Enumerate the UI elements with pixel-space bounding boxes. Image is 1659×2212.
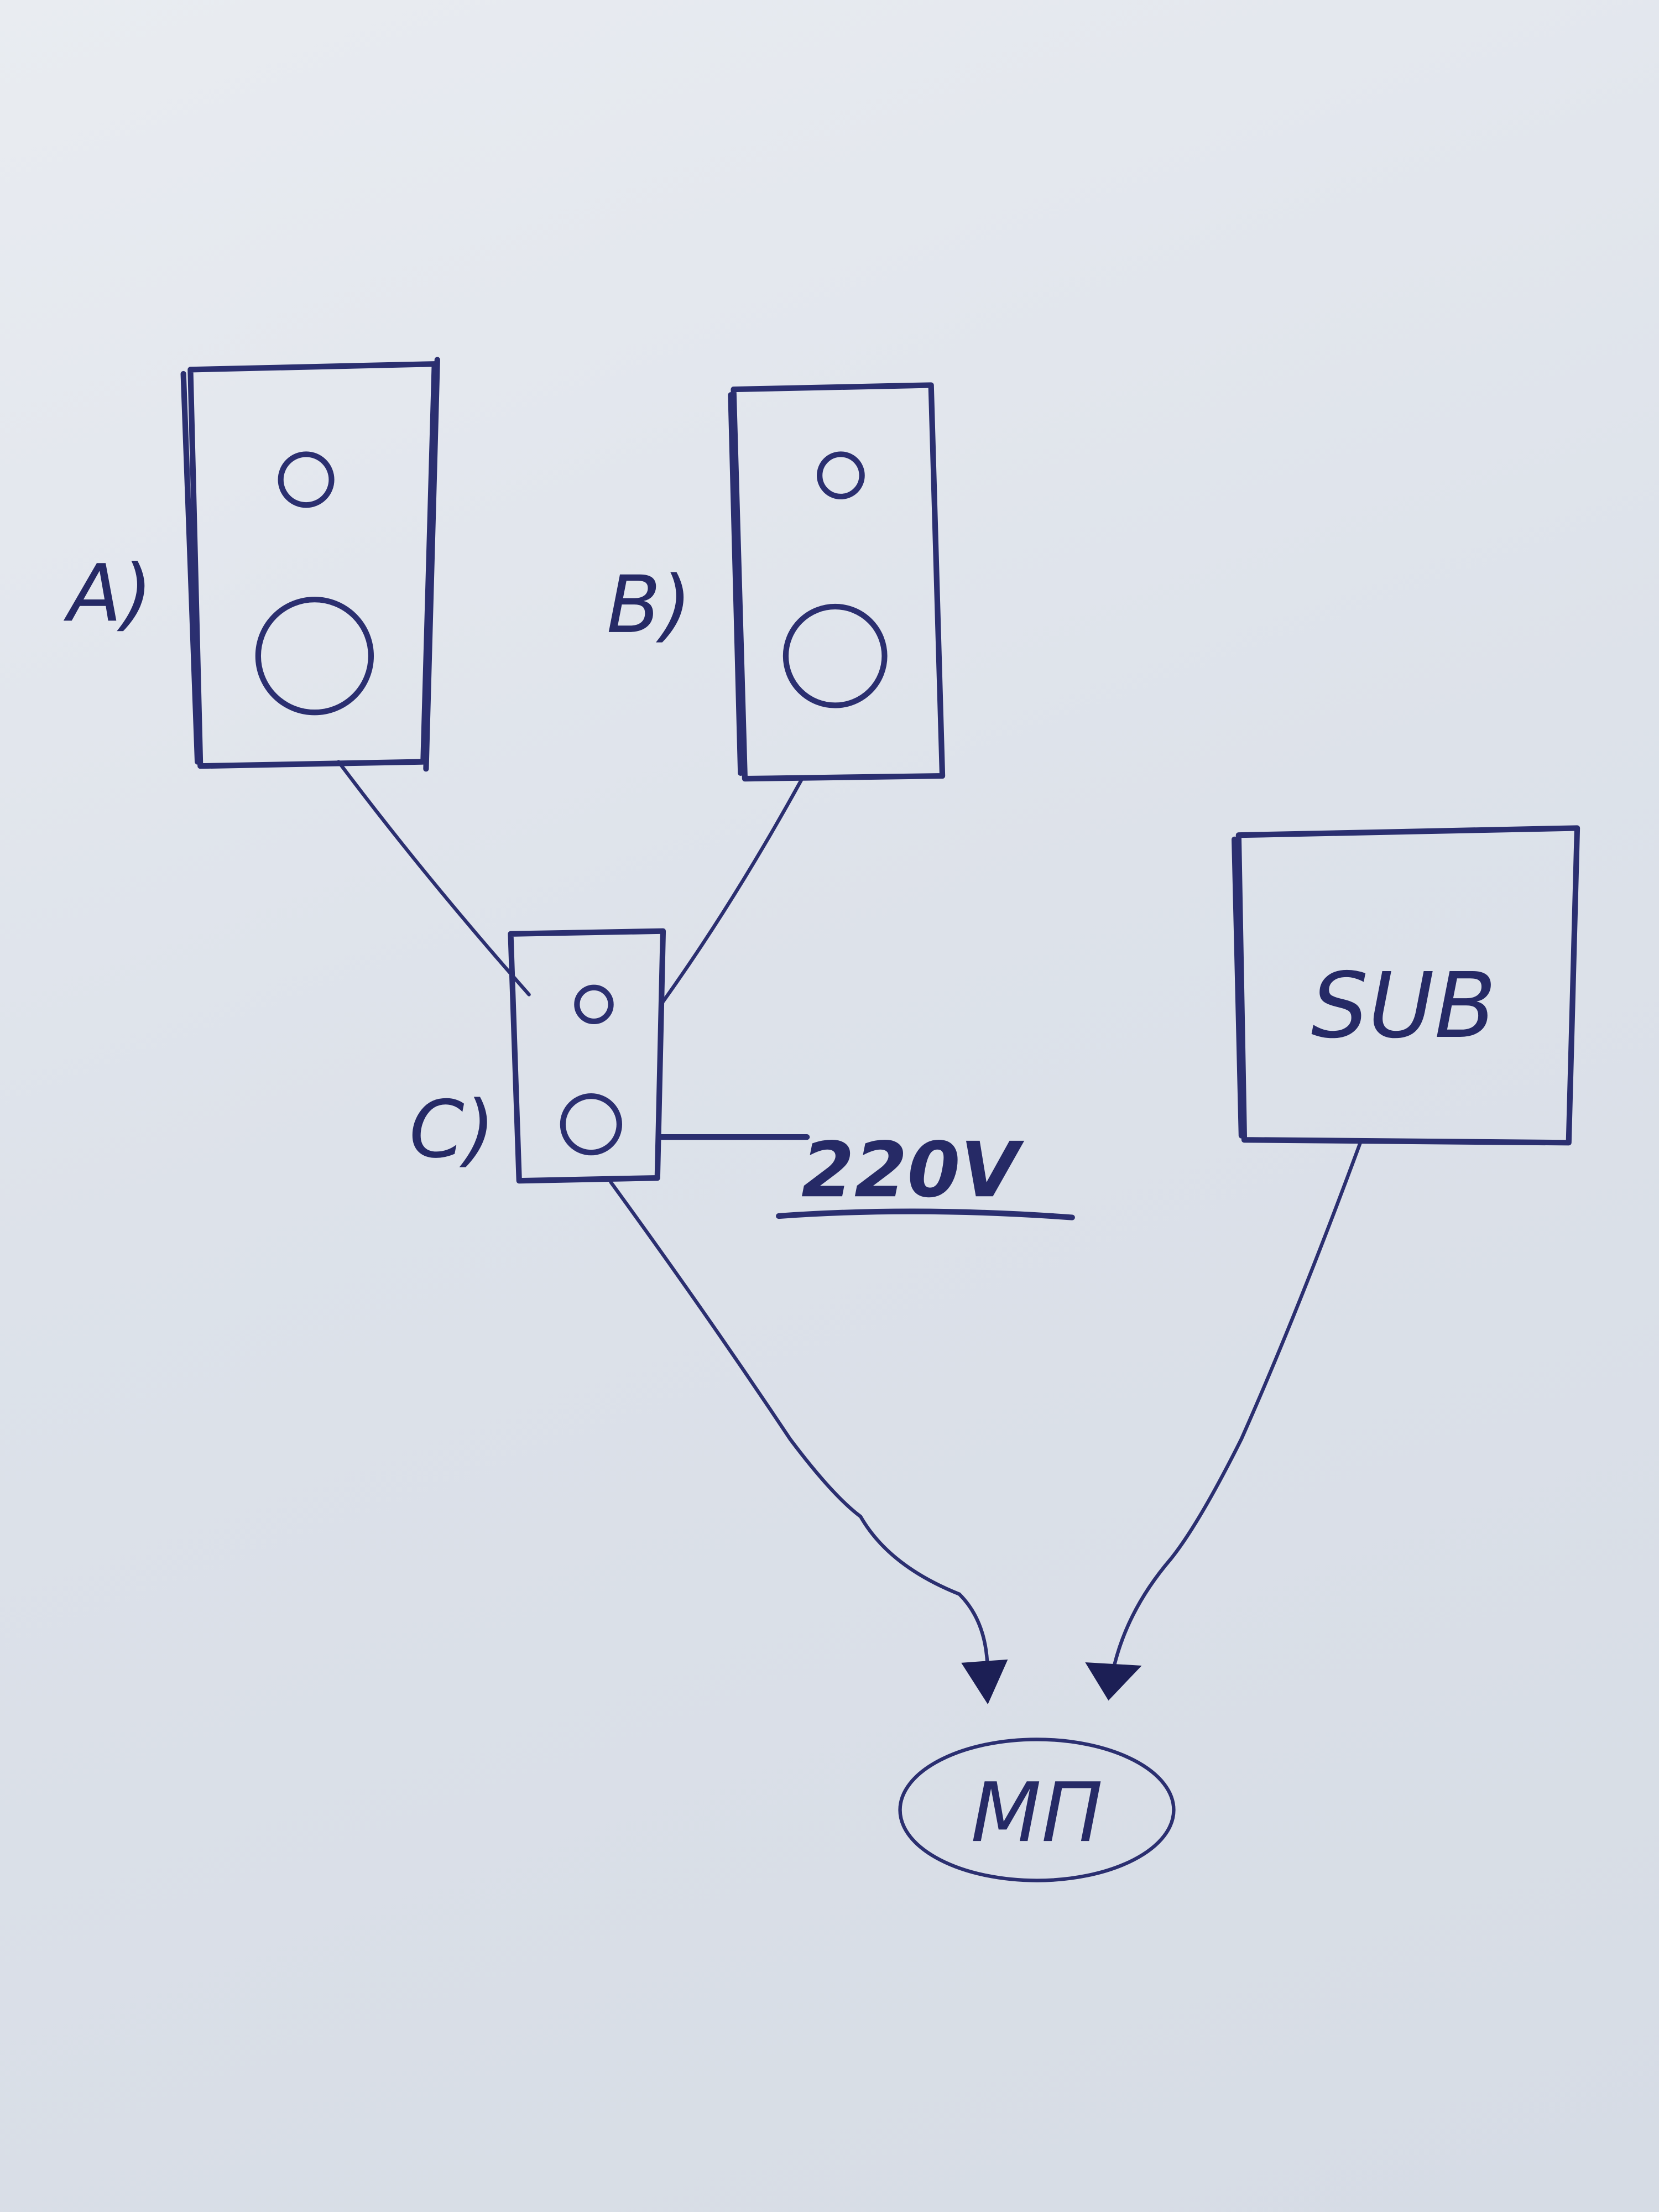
- woofer-b: [782, 603, 888, 708]
- arrowhead-c: [961, 1659, 1008, 1705]
- power-input: 220V: [656, 1126, 1075, 1220]
- subwoofer: SUB: [1232, 825, 1580, 1146]
- wire-b-to-c: [661, 778, 804, 1004]
- power-underline: [776, 1208, 1075, 1220]
- speaker-c-label: C): [409, 1083, 495, 1176]
- arrow-c-to-target: [609, 1180, 989, 1674]
- target-node: МП: [898, 1738, 1176, 1882]
- arrow-sub-to-target: [1113, 1138, 1363, 1667]
- woofer-c: [560, 1093, 622, 1156]
- speaker-a-label: A): [63, 547, 152, 639]
- target-label: МП: [971, 1765, 1103, 1860]
- speaker-b-label: B): [607, 559, 692, 651]
- tweeter-b: [817, 451, 865, 500]
- speaker-a: A): [63, 357, 440, 772]
- speaker-c: C): [409, 928, 666, 1184]
- subwoofer-label: SUB: [1311, 953, 1496, 1058]
- tweeter-a: [278, 451, 335, 508]
- tweeter-c: [574, 984, 614, 1025]
- power-label: 220V: [801, 1126, 1025, 1214]
- woofer-a: [255, 597, 374, 716]
- arrowhead-sub: [1085, 1662, 1142, 1701]
- speaker-b: B): [607, 382, 946, 782]
- wire-a-to-c: [337, 760, 531, 997]
